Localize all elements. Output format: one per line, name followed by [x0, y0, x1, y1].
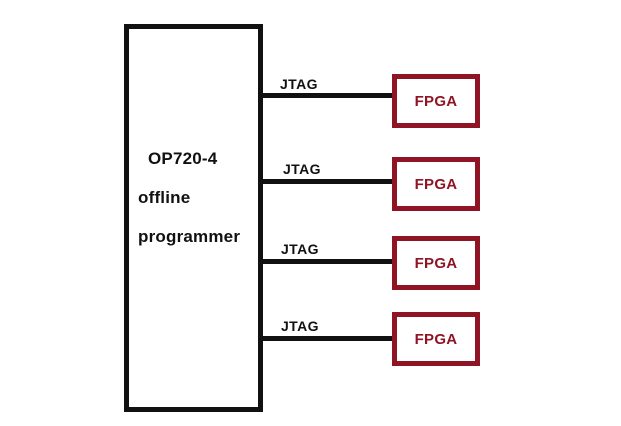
jtag-label-1: JTAG — [280, 76, 318, 92]
jtag-label-3: JTAG — [281, 241, 319, 257]
jtag-connection-line-1 — [263, 93, 394, 98]
fpga-label-1: FPGA — [414, 92, 458, 110]
jtag-connection-line-3 — [263, 259, 394, 264]
fpga-label-4: FPGA — [414, 330, 458, 348]
fpga-block-3: FPGA — [392, 236, 480, 290]
fpga-block-2: FPGA — [392, 157, 480, 211]
programmer-block — [124, 24, 263, 412]
jtag-label-4: JTAG — [281, 318, 319, 334]
jtag-label-2: JTAG — [283, 161, 321, 177]
fpga-label-2: FPGA — [414, 175, 458, 193]
fpga-block-4: FPGA — [392, 312, 480, 366]
jtag-connection-line-4 — [263, 336, 394, 341]
jtag-connection-line-2 — [263, 179, 394, 184]
fpga-label-3: FPGA — [414, 254, 458, 272]
fpga-block-1: FPGA — [392, 74, 480, 128]
